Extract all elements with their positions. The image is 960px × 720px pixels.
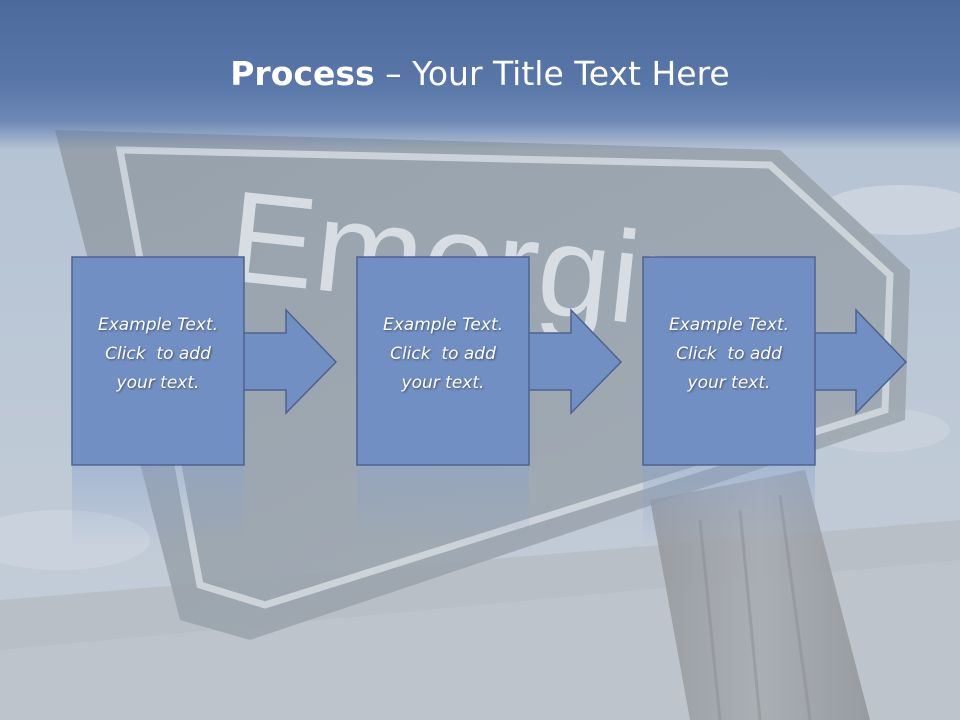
step-3-text[interactable]: Example Text. Click to add your text. [643,311,815,398]
step-2-reflection [357,466,529,546]
arrow-3[interactable] [810,308,908,415]
step-1-line-3: your text. [116,373,200,393]
step-3-reflection [643,466,815,546]
step-2-text[interactable]: Example Text. Click to add your text. [357,311,529,398]
step-2-box[interactable] [356,256,530,466]
step-3-line-2: Click to add [676,344,782,364]
step-3-line-3: your text. [687,373,771,393]
step-2-line-2: Click to add [390,344,496,364]
step-1-reflection [72,466,244,546]
step-2-line-3: your text. [401,373,485,393]
title-rest: – Your Title Text Here [374,54,730,93]
title-band [0,0,960,150]
step-3-box[interactable] [642,256,816,466]
step-1-box[interactable] [71,256,245,466]
step-2-line-1: Example Text. [382,315,504,335]
step-3-line-1: Example Text. [668,315,790,335]
step-1-line-2: Click to add [105,344,211,364]
arrow-1[interactable] [239,308,338,415]
slide-title[interactable]: Process – Your Title Text Here [0,52,960,96]
step-1-line-1: Example Text. [97,315,219,335]
arrow-2[interactable] [525,308,623,415]
step-1-text[interactable]: Example Text. Click to add your text. [72,311,244,398]
title-bold: Process [230,54,375,93]
